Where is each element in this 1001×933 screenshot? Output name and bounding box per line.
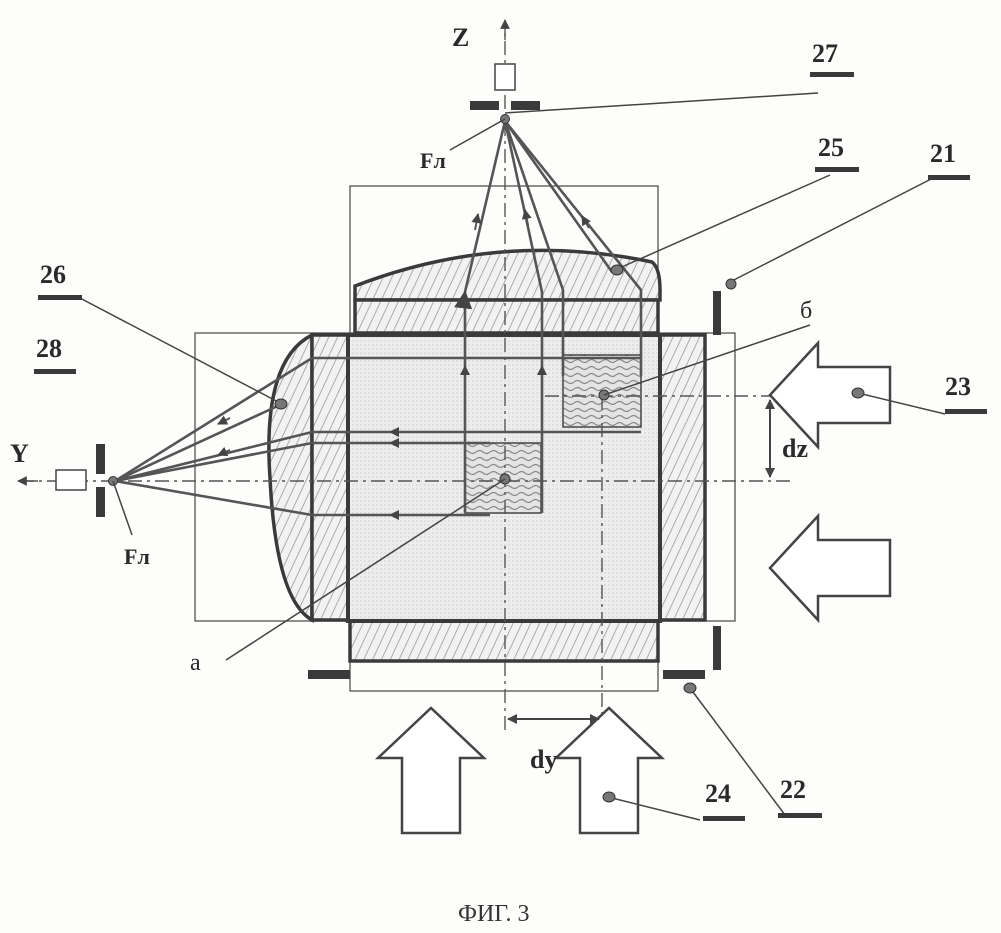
diaphragm-21-top <box>713 291 721 335</box>
ref-number-22: 22 <box>780 775 806 804</box>
diaphragm-22-left <box>308 670 350 679</box>
incident-arrow-bottom-right <box>556 708 662 833</box>
ref-number-24: 24 <box>705 779 731 808</box>
ref-number-26: 26 <box>40 260 66 289</box>
top-hatched-plate <box>355 300 658 333</box>
ref-number-21: 21 <box>930 139 956 168</box>
diaphragm-27-left <box>470 101 499 110</box>
dimension-label-dy: dy <box>530 745 557 774</box>
detector-box-top <box>495 64 515 90</box>
focus-label-top: Fл <box>420 148 446 173</box>
point-label-a: а <box>190 650 201 676</box>
point-label-b: б <box>800 298 812 324</box>
axis-label-y: Y <box>10 439 29 468</box>
left-hatched-plate <box>312 335 348 620</box>
lens-26-left <box>269 335 312 620</box>
dimension-label-dz: dz <box>782 434 808 463</box>
incident-arrow-right-upper <box>770 343 890 447</box>
incident-arrow-bottom-left <box>378 708 484 833</box>
detector-box-left <box>56 470 86 490</box>
bottom-hatched-plate <box>350 621 658 661</box>
focus-label-left: Fл <box>124 544 150 569</box>
ref-number-28: 28 <box>36 334 62 363</box>
diaphragm-28-bottom <box>96 487 105 517</box>
ref-number-25: 25 <box>818 133 844 162</box>
axis-label-z: Z <box>452 23 469 52</box>
right-hatched-plate <box>660 335 705 620</box>
figure-caption: ФИГ. 3 <box>458 901 529 927</box>
ref-number-27: 27 <box>812 39 838 68</box>
diaphragm-27-right <box>511 101 540 110</box>
diaphragm-28-top <box>96 444 105 474</box>
ref-number-23: 23 <box>945 372 971 401</box>
diaphragm-22-right <box>663 670 705 679</box>
diaphragm-21-bottom <box>713 626 721 670</box>
incident-arrow-right-lower <box>770 516 890 620</box>
